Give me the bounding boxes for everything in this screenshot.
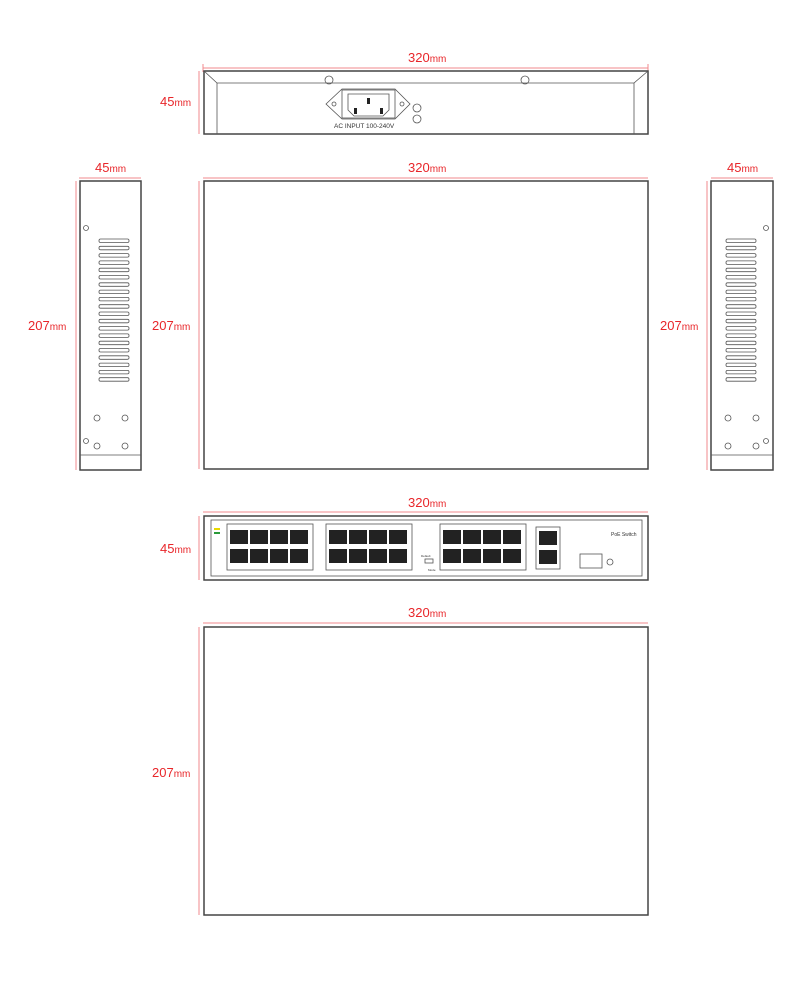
ethernet-port bbox=[290, 530, 308, 544]
rear-width-label: 320mm bbox=[408, 50, 446, 65]
power-input-label: AC INPUT 100-240V bbox=[334, 123, 395, 130]
vent-slot bbox=[725, 377, 757, 382]
rear-view: 320mm 45mm AC INPUT 100-240V bbox=[160, 50, 649, 135]
vent-slot bbox=[98, 355, 130, 360]
vent-slot bbox=[725, 333, 757, 338]
front-width-label: 320mm bbox=[408, 495, 446, 510]
vent-slot bbox=[725, 253, 757, 258]
vent-slot bbox=[725, 304, 757, 309]
bottom-view: 320mm 207mm bbox=[152, 605, 649, 916]
sfp-port bbox=[579, 553, 603, 569]
ethernet-port bbox=[389, 530, 407, 544]
vent-slot bbox=[98, 282, 130, 287]
screw-icon bbox=[324, 75, 334, 85]
ethernet-port bbox=[483, 549, 501, 563]
vent-slot bbox=[98, 369, 130, 375]
bottom-width-label: 320mm bbox=[408, 605, 446, 620]
ethernet-port bbox=[443, 549, 461, 563]
vent-slot bbox=[98, 326, 130, 331]
ground-screw-icon bbox=[412, 114, 422, 124]
top-depth-label: 207mm bbox=[152, 318, 190, 333]
vent-slot bbox=[725, 355, 757, 360]
ethernet-port bbox=[463, 549, 481, 563]
vent-slot bbox=[98, 245, 130, 251]
uplink-port bbox=[539, 550, 557, 564]
vent-slot bbox=[98, 340, 130, 346]
vent-slot bbox=[725, 245, 757, 251]
right-side-width-label: 45mm bbox=[727, 160, 758, 175]
top-view: 320mm 207mm bbox=[152, 160, 649, 470]
vent-slot bbox=[98, 377, 130, 382]
vent-slot bbox=[725, 348, 757, 353]
vent-slot bbox=[98, 311, 130, 316]
ethernet-port bbox=[270, 549, 288, 563]
right-side-view: 45mm 207mm bbox=[660, 160, 774, 471]
mode-switch bbox=[424, 558, 434, 564]
vent-slot bbox=[725, 369, 757, 375]
left-side-width-label: 45mm bbox=[95, 160, 126, 175]
left-side-view: 45mm 207mm bbox=[28, 160, 142, 471]
ethernet-port bbox=[369, 530, 387, 544]
vent-slot bbox=[98, 289, 130, 295]
rear-height-label: 45mm bbox=[160, 94, 191, 109]
ethernet-port bbox=[230, 530, 248, 544]
vent-slot bbox=[725, 311, 757, 316]
vent-slot bbox=[725, 275, 757, 280]
ethernet-port bbox=[443, 530, 461, 544]
vent-slot bbox=[98, 304, 130, 309]
ethernet-port bbox=[369, 549, 387, 563]
vent-slot bbox=[98, 267, 130, 273]
vent-slot bbox=[98, 238, 130, 243]
vent-slot bbox=[98, 318, 130, 324]
front-view: 320mm 45mm Default Mode PoE Switch bbox=[160, 495, 649, 581]
vent-slot bbox=[725, 296, 757, 302]
ethernet-port bbox=[349, 530, 367, 544]
vent-slot bbox=[98, 275, 130, 280]
vent-slot bbox=[98, 253, 130, 258]
ethernet-port bbox=[503, 530, 521, 544]
default-label: Default bbox=[421, 554, 431, 558]
vent-slot bbox=[725, 282, 757, 287]
vent-slot bbox=[725, 238, 757, 243]
ethernet-port bbox=[483, 530, 501, 544]
vent-slot bbox=[725, 260, 757, 265]
ethernet-port bbox=[250, 549, 268, 563]
product-label: PoE Switch bbox=[611, 532, 637, 538]
vent-slot bbox=[725, 318, 757, 324]
mode-label: Mode bbox=[428, 568, 436, 572]
ethernet-port bbox=[389, 549, 407, 563]
led-indicator bbox=[214, 532, 220, 534]
ground-icon bbox=[412, 103, 422, 113]
reset-button bbox=[606, 558, 614, 566]
vent-slot bbox=[725, 340, 757, 346]
vent-slot bbox=[98, 362, 130, 368]
vent-slot bbox=[98, 296, 130, 302]
ethernet-port bbox=[503, 549, 521, 563]
screw-icon bbox=[520, 75, 530, 85]
ethernet-port bbox=[230, 549, 248, 563]
ethernet-port bbox=[270, 530, 288, 544]
ethernet-port bbox=[250, 530, 268, 544]
vent-slot bbox=[98, 260, 130, 265]
left-side-depth-label: 207mm bbox=[28, 318, 66, 333]
ac-power-inlet bbox=[325, 88, 411, 120]
ethernet-port bbox=[329, 549, 347, 563]
vent-slot bbox=[725, 362, 757, 368]
led-indicator bbox=[214, 528, 220, 530]
front-height-label: 45mm bbox=[160, 541, 191, 556]
ethernet-port bbox=[463, 530, 481, 544]
vent-slot bbox=[98, 333, 130, 338]
vent-slot bbox=[725, 289, 757, 295]
ethernet-port bbox=[329, 530, 347, 544]
vent-slot bbox=[725, 326, 757, 331]
uplink-port bbox=[539, 531, 557, 545]
vent-slot bbox=[98, 348, 130, 353]
right-side-depth-label: 207mm bbox=[660, 318, 698, 333]
ethernet-port bbox=[349, 549, 367, 563]
bottom-depth-label: 207mm bbox=[152, 765, 190, 780]
ethernet-port bbox=[290, 549, 308, 563]
vent-slot bbox=[725, 267, 757, 273]
top-width-label: 320mm bbox=[408, 160, 446, 175]
